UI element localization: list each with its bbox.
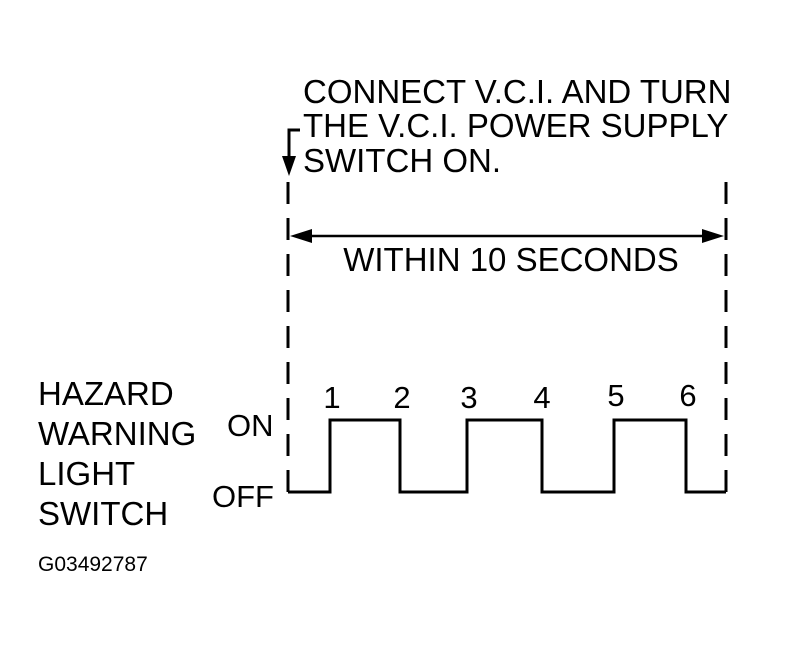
pulse-label-2: 2 (393, 380, 410, 415)
signal-waveform (288, 418, 726, 494)
pulse-label-1: 1 (323, 380, 340, 415)
signal-label-line-1: HAZARD (38, 375, 174, 412)
signal-label-line-4: SWITCH (38, 495, 168, 532)
on-level-label: ON (227, 408, 274, 443)
interval-label: WITHIN 10 SECONDS (343, 241, 679, 278)
interval-arrow-right-head (702, 229, 724, 243)
figure-id: G03492787 (38, 553, 148, 576)
signal-label-line-3: LIGHT (38, 455, 135, 492)
pulse-label-6: 6 (679, 378, 696, 413)
off-level-label: OFF (212, 479, 274, 514)
instruction-leader-line (287, 128, 300, 158)
pulse-label-4: 4 (533, 380, 550, 415)
pulse-label-3: 3 (460, 380, 477, 415)
pulse-label-5: 5 (607, 378, 624, 413)
instruction-line-3: SWITCH ON. (303, 142, 501, 179)
signal-label-line-2: WARNING (38, 415, 196, 452)
instruction-leader-arrowhead (282, 156, 296, 176)
interval-arrow-left-head (290, 229, 312, 243)
instruction-line-1: CONNECT V.C.I. AND TURN (303, 73, 731, 110)
instruction-line-2: THE V.C.I. POWER SUPPLY (303, 107, 728, 144)
